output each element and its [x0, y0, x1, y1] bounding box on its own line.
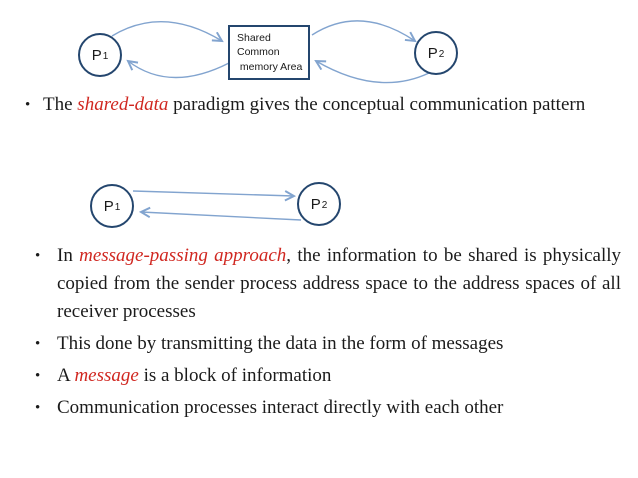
arrow-memory-to-p2: [311, 20, 415, 41]
bullet-emphasis-shared-data: shared-data: [77, 94, 169, 115]
bullet-emphasis-message-passing: message-passing approach: [79, 245, 287, 266]
shared-data-bullet-list: • The shared-data paradigm gives the conc…: [25, 91, 621, 119]
arrow-p1-to-memory: [111, 21, 222, 41]
bullet-item-transmitting: • This done by transmitting the data in t…: [35, 330, 621, 358]
arrow-p1-to-p2: [132, 191, 294, 196]
bullet-item-message-block: • A message is a block of information: [35, 362, 621, 390]
shared-memory-box-line2: Common: [237, 46, 280, 59]
arrow-p2-to-p1: [141, 212, 302, 221]
bullet-item-shared-data: • The shared-data paradigm gives the conc…: [25, 91, 621, 119]
arrow-p2-to-memory: [316, 61, 430, 84]
bullet-icon: •: [35, 400, 41, 416]
process-p2-label: P: [427, 44, 438, 62]
process-p1-subscript: 1: [114, 202, 121, 213]
bullet-text-segment: The: [43, 94, 78, 115]
bullet-icon: •: [35, 368, 41, 384]
process-p2-subscript: 2: [438, 49, 445, 60]
bullet-icon: •: [25, 97, 31, 113]
shared-memory-box-line3: memory Area: [237, 60, 303, 73]
bullet-text-segment: Communication processes interact directl…: [57, 397, 504, 418]
bullet-item-message-passing: • In message-passing approach, the inform…: [35, 242, 621, 326]
bullet-item-direct-interaction: • Communication processes interact direct…: [35, 394, 621, 422]
bullet-text-segment: In: [57, 245, 80, 266]
process-p1-label: P: [91, 46, 102, 64]
bullet-text-segment: A: [57, 365, 75, 386]
process-p1-label: P: [103, 197, 114, 215]
bullet-text-segment: This done by transmitting the data in th…: [57, 333, 504, 354]
shared-memory-box: Shared Common memory Area: [228, 25, 310, 80]
shared-memory-box-line1: Shared: [237, 32, 271, 44]
process-p2-label: P: [310, 195, 321, 213]
bullet-icon: •: [35, 336, 41, 352]
bullet-text-segment: , the information to be shared is physic…: [57, 245, 621, 322]
bullet-text-segment: paradigm gives the conceptual communicat…: [168, 94, 586, 115]
process-p1-subscript: 1: [102, 51, 109, 62]
message-passing-bullet-list: • In message-passing approach, the inform…: [35, 242, 621, 426]
process-p2-subscript: 2: [321, 200, 328, 211]
arrow-memory-to-p1: [128, 61, 230, 79]
bullet-emphasis-message: message: [74, 365, 139, 386]
bullet-icon: •: [35, 248, 41, 264]
bullet-text-segment: is a block of information: [138, 365, 332, 386]
